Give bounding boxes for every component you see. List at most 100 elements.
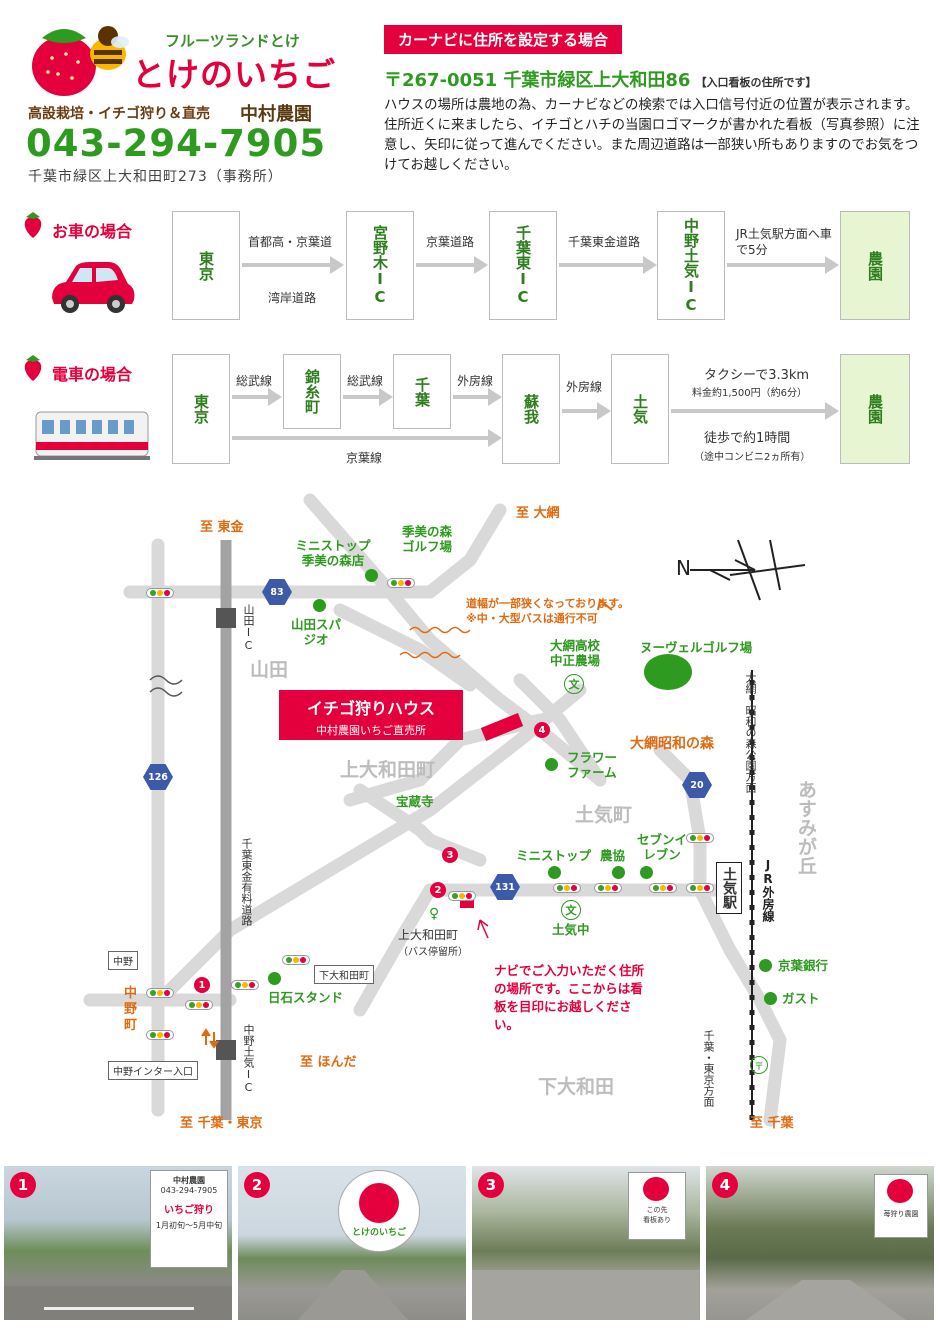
station-icon: 〒 xyxy=(750,1056,768,1074)
navi-address-line: 〒267-0051 千葉市緑区上大和田86 【入口看板の住所です】 xyxy=(384,66,817,92)
traffic-signal xyxy=(185,1000,213,1010)
train-node-toke: 土気 xyxy=(611,354,669,464)
north-indicator: N xyxy=(676,556,691,580)
car-node-tokyo: 東京 xyxy=(172,211,240,320)
car-arrowhead-1 xyxy=(330,256,344,274)
car-arrowhead-4 xyxy=(825,256,839,274)
nakano-toke-ic-label: 中野土気IC xyxy=(242,1024,255,1094)
bus-stop-label: 上大和田町 xyxy=(398,928,459,942)
nokyo-dot xyxy=(612,866,625,879)
strawberry-icon xyxy=(20,209,46,243)
office-address: 千葉市緑区上大和田町273（事務所） xyxy=(28,169,283,185)
navi-note: ナビでご入力いただく住所の場所です。ここからは看板を目印にお越しください。 xyxy=(494,963,645,1032)
yamada-ic-label: 山田IC xyxy=(242,604,255,652)
nokyo-label: 農協 xyxy=(600,848,626,863)
bus-stop-icon: ♀ xyxy=(429,906,440,922)
map-pin-3: 3 xyxy=(442,847,458,863)
farm-name: 中村農園 xyxy=(240,104,312,125)
photo4-signboard: 苺狩り農園 xyxy=(874,1174,928,1238)
strawberry-icon xyxy=(20,352,46,386)
car-route-label: お車の場合 xyxy=(52,222,133,241)
traffic-signal xyxy=(686,883,714,893)
ministop-dot xyxy=(548,866,561,879)
car-arrowhead-2 xyxy=(474,256,488,274)
train-sotobo-1: 外房線 xyxy=(457,374,494,388)
school-icon: 文 xyxy=(564,674,584,694)
navi-address: 〒267-0051 千葉市緑区上大和田86 xyxy=(384,70,691,91)
train-arrow-4 xyxy=(562,409,597,413)
photo3-signboard: この先 看板あり xyxy=(628,1172,686,1240)
car-node-chibahigashi: 千葉東IC xyxy=(489,211,557,320)
area-asumigaoka: あすみが丘 xyxy=(795,780,817,875)
car-arrow-2 xyxy=(416,263,474,267)
dest-togane: 至 東金 xyxy=(200,520,244,535)
navi-description: ハウスの場所は農地の為、カーナビなどの検索では入口信号付近の位置が表示されます。… xyxy=(384,98,920,173)
photo1-signboard: 中村農園 043-294-7905 いちご狩り 1月初旬〜5月中旬 xyxy=(150,1170,228,1268)
traffic-signal xyxy=(146,588,174,598)
train-sobu-1: 総武線 xyxy=(236,374,273,388)
car-arrow-3 xyxy=(559,263,643,267)
hozoji-label: 宝蔵寺 xyxy=(396,794,434,809)
train-node-farm: 農園 xyxy=(840,354,910,464)
keiyo-bank-label: 京葉銀行 xyxy=(778,958,829,973)
train-arrowhead-1 xyxy=(268,388,282,406)
seven-eleven-label: セブンイレブン xyxy=(636,832,687,862)
train-arrow-keiyo xyxy=(232,436,488,440)
train-keiyo: 京葉線 xyxy=(346,451,383,465)
shimoowada-sign: 下大和田町 xyxy=(314,965,374,984)
photo2-logo-sign: とけのいちご xyxy=(338,1170,420,1252)
jr-station-label: 土気駅 xyxy=(716,862,742,914)
park-direction-label: 大網・昭和の森公園方面 xyxy=(744,672,757,793)
traffic-signal xyxy=(594,883,622,893)
area-yamada: 山田 xyxy=(250,659,289,681)
train-walk-note: （途中コンビニ2ヵ所有） xyxy=(694,452,811,463)
map-pin-4: 4 xyxy=(534,722,550,738)
map-pin-2: 2 xyxy=(430,882,446,898)
toll-road-label: 千葉東金有料道路 xyxy=(240,838,253,926)
area-shimoowada: 下大和田 xyxy=(538,1076,615,1098)
car-arrow-4 xyxy=(727,263,825,267)
navi-address-note: 【入口看板の住所です】 xyxy=(695,76,817,89)
car-seg1-bottom: 湾岸道路 xyxy=(268,291,317,305)
photo-3-number: 3 xyxy=(478,1172,504,1198)
ministop-kiminomori-label: ミニストップ季美の森店 xyxy=(295,538,371,568)
car-seg1-top: 首都高・京葉道 xyxy=(248,235,333,249)
bus-stop-note: （バス停留所） xyxy=(398,947,468,958)
nisseki-label: 日石スタンド xyxy=(268,990,344,1005)
train-node-kinshicho: 錦糸町 xyxy=(283,354,341,429)
photo-3: この先 看板あり 3 xyxy=(472,1166,700,1320)
train-arrow-1 xyxy=(232,395,268,399)
train-walk: 徒歩で約1時間 xyxy=(704,431,791,446)
photo-1-number: 1 xyxy=(10,1172,36,1198)
car-node-nakanotoke: 中野土気IC xyxy=(657,211,725,320)
traffic-signal xyxy=(686,833,714,843)
toke-jhs-label: 土気中 xyxy=(552,922,590,937)
jr-line-label: JR外房線 xyxy=(761,858,775,922)
dest-chiba: 至 千葉 xyxy=(750,1116,794,1131)
nakano-inter-sign: 中野インター入口 xyxy=(108,1061,198,1080)
train-taxi: タクシーで3.3km xyxy=(704,368,810,383)
seven-eleven-dot xyxy=(640,866,653,879)
flower-farm-label: フラワーファーム xyxy=(566,750,617,780)
photo-2-number: 2 xyxy=(244,1172,270,1198)
area-kamiowada: 上大和田町 xyxy=(340,759,436,781)
traffic-signal xyxy=(146,988,174,998)
keiyo-bank-dot xyxy=(759,959,772,972)
car-icon xyxy=(46,258,138,320)
dest-honda: 至 ほんだ xyxy=(300,1055,357,1070)
car-seg2: 京葉道路 xyxy=(426,235,475,249)
ministop-label: ミニストップ xyxy=(516,848,592,863)
photo-4: 苺狩り農園 4 xyxy=(706,1166,934,1320)
photo-4-number: 4 xyxy=(712,1172,738,1198)
nakano-ic-marker xyxy=(216,1040,236,1060)
chiba-tokyo-direction-label: 千葉・東京方面 xyxy=(702,1030,715,1107)
brand-name: とけのいちご xyxy=(132,55,336,94)
yamada-spajio-label: 山田スパジオ xyxy=(290,617,341,647)
car-seg3: 千葉東金道路 xyxy=(568,235,641,249)
nisseki-dot xyxy=(268,972,281,985)
navi-tag: カーナビに住所を設定する場合 xyxy=(384,25,623,54)
train-arrow-2 xyxy=(343,395,379,399)
train-taxi-fare: 料金約1,500円（約6分） xyxy=(692,388,807,399)
flower-farm-dot xyxy=(545,758,558,771)
gusto-label: ガスト xyxy=(782,991,820,1006)
